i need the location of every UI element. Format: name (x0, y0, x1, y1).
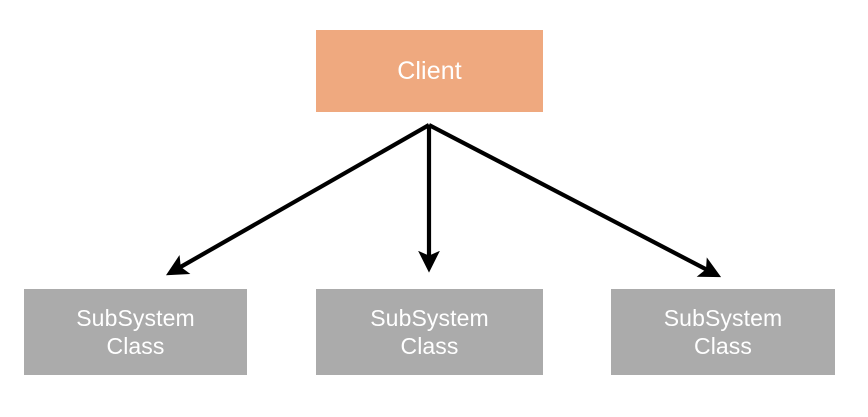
node-subsystem-3[interactable]: SubSystem Class (611, 289, 835, 375)
node-client-label: Client (397, 56, 462, 85)
edge-client-to-subsystem-1 (165, 123, 431, 276)
edge-client-to-subsystem-3 (428, 123, 722, 278)
node-subsystem-2[interactable]: SubSystem Class (316, 289, 543, 375)
node-subsystem-1-label: SubSystem Class (76, 304, 195, 359)
node-client[interactable]: Client (316, 30, 543, 112)
node-subsystem-2-label: SubSystem Class (370, 304, 489, 359)
node-subsystem-1[interactable]: SubSystem Class (24, 289, 247, 375)
node-subsystem-3-label: SubSystem Class (663, 304, 783, 359)
